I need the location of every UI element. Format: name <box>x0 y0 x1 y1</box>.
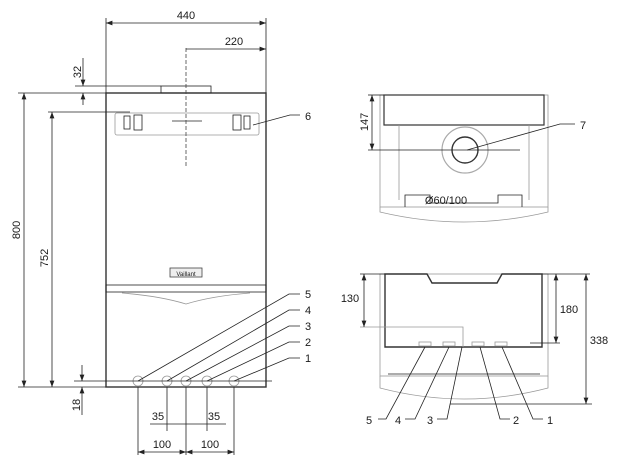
bottom-outline <box>379 273 549 377</box>
panel-curve <box>121 292 251 305</box>
dim-height-label: 800 <box>11 221 23 239</box>
callout-4: 4 <box>305 305 311 317</box>
bottom-body <box>384 273 543 348</box>
bottom-fittings <box>418 341 508 347</box>
callout-2: 2 <box>305 337 311 349</box>
top-view: 147 Ø60/100 7 <box>359 94 586 223</box>
bottom-callout-3: 3 <box>427 415 433 427</box>
dim-center-label: 220 <box>225 36 243 48</box>
brand-badge <box>169 267 203 278</box>
bottom-callout-1: 1 <box>547 415 553 427</box>
dim-spacing-100-right: 100 <box>201 439 219 451</box>
brand-logo-text: Vaillant <box>176 272 196 278</box>
dim-flue-depth-label: 147 <box>359 113 371 131</box>
top-rear-section <box>383 94 545 126</box>
dim-spacing-100-left: 100 <box>153 439 171 451</box>
callout-5: 5 <box>305 289 311 301</box>
front-view: Vaillant 440 220 32 800 752 18 <box>11 10 311 455</box>
front-curve <box>379 207 549 223</box>
flue-slot <box>404 194 523 207</box>
dim-width-label: 440 <box>177 10 195 22</box>
dim-depth-338-label: 338 <box>590 335 608 347</box>
bottom-view: 130 180 338 5 4 3 2 1 <box>341 273 608 427</box>
dim-spacing-35-right: 35 <box>208 411 220 423</box>
dim-bracket-height-label: 752 <box>39 249 51 267</box>
bottom-callout-5: 5 <box>366 415 372 427</box>
mounting-bracket <box>114 112 260 136</box>
callout-3: 3 <box>305 321 311 333</box>
bottom-callout-2: 2 <box>513 415 519 427</box>
bottom-callout-4: 4 <box>395 415 401 427</box>
boiler-body <box>105 92 267 388</box>
callout-1: 1 <box>305 353 311 365</box>
dim-depth-180-label: 180 <box>560 304 578 316</box>
flue-diameter-label: Ø60/100 <box>425 195 467 207</box>
callout-6: 6 <box>305 111 311 123</box>
front-panel-band <box>105 284 267 293</box>
bottom-front-curve <box>379 376 549 400</box>
dim-bottom-offset-label: 18 <box>71 399 83 411</box>
callout-7: 7 <box>580 120 586 132</box>
dim-top-offset-label: 32 <box>72 66 84 78</box>
dim-depth-130-label: 130 <box>341 293 359 305</box>
dim-spacing-35-left: 35 <box>152 411 164 423</box>
